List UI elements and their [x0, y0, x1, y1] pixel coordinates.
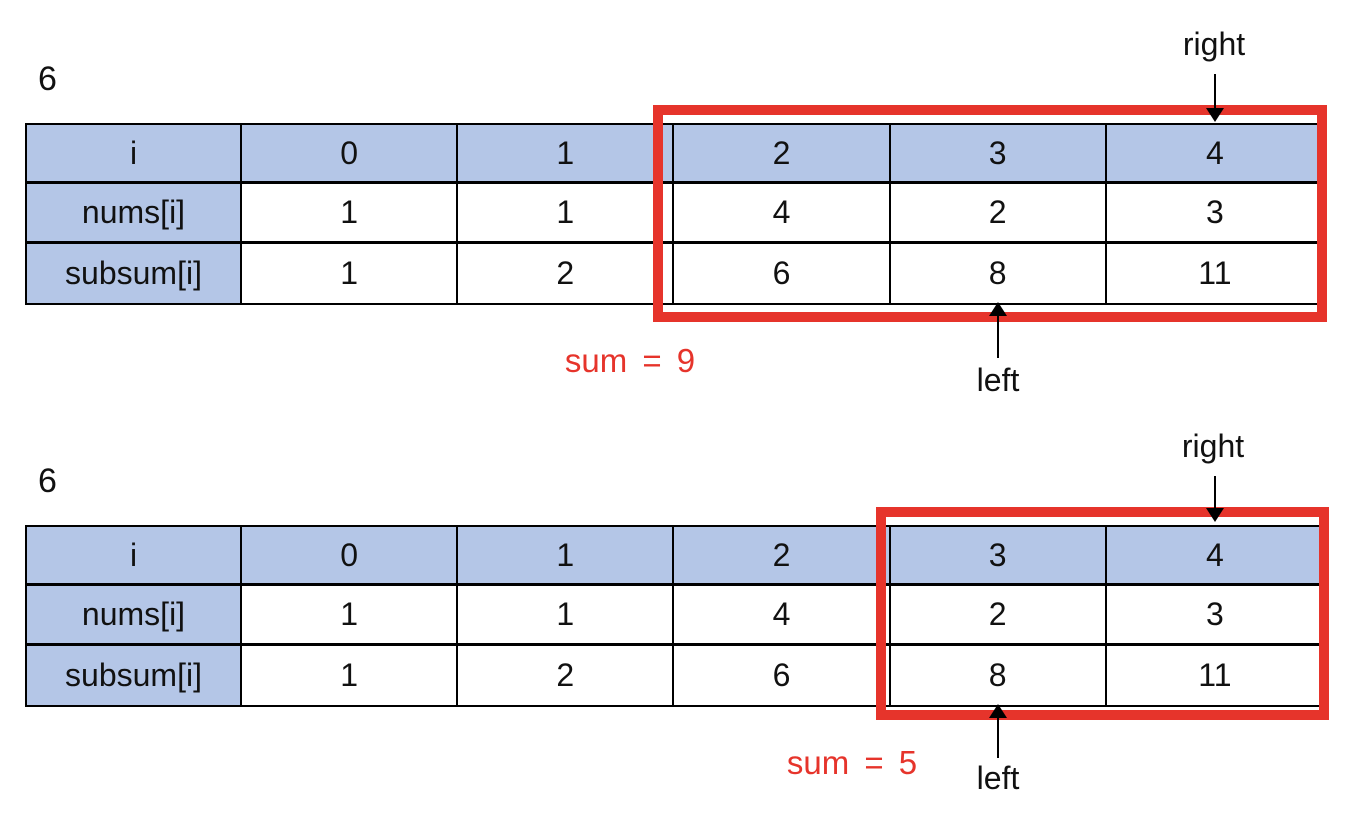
- table-header-cell: 0: [242, 527, 459, 587]
- table-value-cell: 11: [1106, 645, 1323, 705]
- sum-value-label: sum = 5: [786, 744, 918, 781]
- right-pointer-arrow: [1214, 476, 1216, 510]
- table-row-label-cell: nums[i]: [27, 586, 242, 646]
- left-pointer-arrow: [997, 717, 999, 758]
- table-value-cell: 4: [674, 184, 891, 244]
- table-row-label-cell: nums[i]: [27, 184, 242, 244]
- table-value-cell: 4: [674, 586, 891, 646]
- table-header-cell: 1: [458, 125, 675, 185]
- table-value-cell: 11: [1106, 243, 1323, 303]
- up-arrow-icon: [989, 704, 1007, 718]
- up-arrow-icon: [989, 302, 1007, 316]
- table-value-cell: 1: [242, 184, 459, 244]
- table-value-cell: 1: [458, 586, 675, 646]
- table-row-label-cell: subsum[i]: [27, 243, 242, 303]
- table-value-cell: 1: [242, 586, 459, 646]
- table-header-cell: 3: [890, 527, 1107, 587]
- sum-value-label: sum = 9: [564, 342, 696, 379]
- right-pointer-label: right: [1181, 428, 1245, 464]
- table-header-cell: 1: [458, 527, 675, 587]
- left-pointer-label: left: [976, 760, 1020, 796]
- table-header-cell: 0: [242, 125, 459, 185]
- table-value-cell: 3: [1106, 586, 1323, 646]
- table-value-cell: 6: [674, 243, 891, 303]
- right-pointer-label: right: [1182, 26, 1246, 62]
- down-arrow-icon: [1206, 108, 1224, 122]
- table-header-cell: 4: [1106, 527, 1323, 587]
- window-highlight-rect: [876, 507, 1329, 720]
- table-value-cell: 8: [890, 243, 1107, 303]
- left-pointer-label: left: [976, 362, 1020, 398]
- left-pointer-arrow: [997, 315, 999, 358]
- right-pointer-arrow: [1214, 74, 1216, 110]
- table-value-cell: 1: [458, 184, 675, 244]
- table-header-cell: 2: [674, 527, 891, 587]
- target-value-label: 6: [38, 462, 57, 500]
- table-header-label-cell: i: [27, 125, 242, 185]
- table-value-cell: 2: [458, 645, 675, 705]
- target-value-label: 6: [38, 60, 57, 98]
- down-arrow-icon: [1206, 508, 1224, 522]
- table-row-label-cell: subsum[i]: [27, 645, 242, 705]
- table-header-label-cell: i: [27, 527, 242, 587]
- table-value-cell: 2: [890, 184, 1107, 244]
- table-header-cell: 2: [674, 125, 891, 185]
- table-value-cell: 3: [1106, 184, 1323, 244]
- table-value-cell: 2: [458, 243, 675, 303]
- table-header-cell: 3: [890, 125, 1107, 185]
- window-highlight-rect: [653, 105, 1327, 322]
- table-value-cell: 8: [890, 645, 1107, 705]
- table-value-cell: 1: [242, 645, 459, 705]
- table-header-cell: 4: [1106, 125, 1323, 185]
- table-value-cell: 6: [674, 645, 891, 705]
- table-value-cell: 1: [242, 243, 459, 303]
- table-value-cell: 2: [890, 586, 1107, 646]
